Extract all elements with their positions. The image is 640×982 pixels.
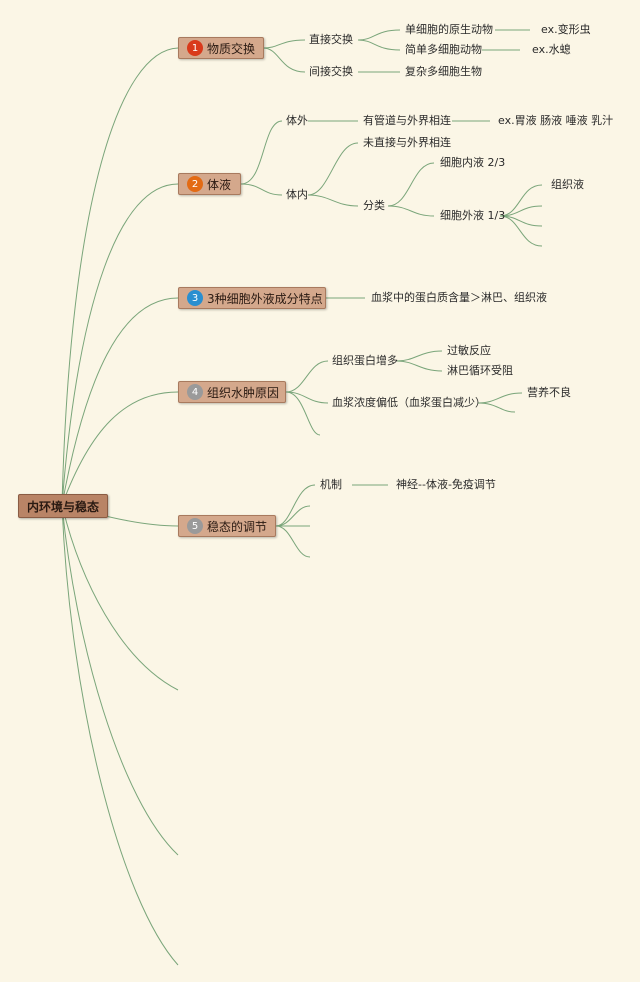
connector [477, 392, 523, 404]
node-example-hydra[interactable]: ex.水螅 [532, 43, 571, 56]
connector [275, 505, 311, 527]
connector [61, 183, 179, 506]
connector [357, 39, 401, 51]
connector [307, 194, 359, 207]
node-intracellular-fluid[interactable]: 细胞内液 2/3 [440, 156, 506, 169]
connector [61, 47, 179, 506]
connector [61, 504, 179, 691]
node-lymph-blocked[interactable]: 淋巴循环受阻 [447, 364, 513, 377]
node-classification[interactable]: 分类 [363, 199, 385, 212]
node-simple-multicell[interactable]: 简单多细胞动物 [405, 43, 482, 56]
node-extracellular-fluid[interactable]: 细胞外液 1/3 [440, 209, 506, 222]
connector [387, 205, 435, 217]
topic-label: 物质交换 [207, 41, 256, 56]
topic-extracellular-fluid[interactable]: 3 3种细胞外液成分特点 [178, 287, 326, 309]
connector [285, 360, 329, 393]
node-tissue-protein-increase[interactable]: 组织蛋白增多 [332, 354, 398, 367]
connector [396, 360, 443, 372]
topic-material-exchange[interactable]: 1 物质交换 [178, 37, 264, 59]
connector [275, 525, 311, 558]
node-direct-exchange[interactable]: 直接交换 [309, 33, 353, 46]
connector [387, 162, 435, 207]
topic-tissue-edema[interactable]: 4 组织水肿原因 [178, 381, 286, 403]
connector [477, 402, 516, 413]
number-badge-icon: 2 [187, 176, 203, 192]
connector [499, 215, 543, 247]
connector [307, 142, 359, 196]
node-plasma-protein[interactable]: 血浆中的蛋白质含量＞淋巴、组织液 [371, 291, 547, 304]
node-outside-body[interactable]: 体外 [286, 114, 308, 127]
node-malnutrition[interactable]: 营养不良 [527, 386, 571, 399]
connector [61, 297, 179, 506]
connector [396, 350, 443, 362]
node-allergic-reaction[interactable]: 过敏反应 [447, 344, 491, 357]
node-tissue-fluid[interactable]: 组织液 [551, 178, 584, 191]
connector [61, 504, 179, 856]
number-badge-icon: 1 [187, 40, 203, 56]
connector [262, 47, 306, 73]
node-single-cell[interactable]: 单细胞的原生动物 [405, 23, 493, 36]
topic-body-fluid[interactable]: 2 体液 [178, 173, 241, 195]
node-plasma-low[interactable]: 血浆浓度偏低（血浆蛋白减少） [332, 396, 486, 409]
node-neuro-humoral-immune[interactable]: 神经--体液-免疫调节 [396, 478, 496, 491]
topic-homeostasis-regulation[interactable]: 5 稳态的调节 [178, 515, 276, 537]
connector [240, 120, 283, 185]
node-tube-examples[interactable]: ex.胃液 肠液 唾液 乳汁 [498, 114, 614, 127]
node-inside-body[interactable]: 体内 [286, 188, 308, 201]
number-badge-icon: 5 [187, 518, 203, 534]
connector [499, 184, 543, 217]
topic-label: 组织水肿原因 [207, 385, 280, 400]
node-mechanism[interactable]: 机制 [320, 478, 342, 491]
connector [499, 205, 543, 217]
connector [61, 391, 179, 506]
connector [357, 29, 401, 41]
node-complex-multicell[interactable]: 复杂多细胞生物 [405, 65, 482, 78]
number-badge-icon: 3 [187, 290, 203, 306]
connector [285, 391, 321, 436]
root-node[interactable]: 内环境与稳态 [18, 494, 108, 518]
connector [275, 484, 316, 527]
node-indirect-exchange[interactable]: 间接交换 [309, 65, 353, 78]
node-tube-connected[interactable]: 有管道与外界相连 [363, 114, 451, 127]
topic-label: 3种细胞外液成分特点 [207, 291, 323, 306]
node-not-directly-connected[interactable]: 未直接与外界相连 [363, 136, 451, 149]
connector [262, 39, 306, 49]
topic-label: 体液 [207, 177, 232, 192]
topic-label: 稳态的调节 [207, 519, 268, 534]
connector [61, 504, 179, 966]
number-badge-icon: 4 [187, 384, 203, 400]
connector [240, 183, 283, 196]
node-example-amoeba[interactable]: ex.变形虫 [541, 23, 591, 36]
